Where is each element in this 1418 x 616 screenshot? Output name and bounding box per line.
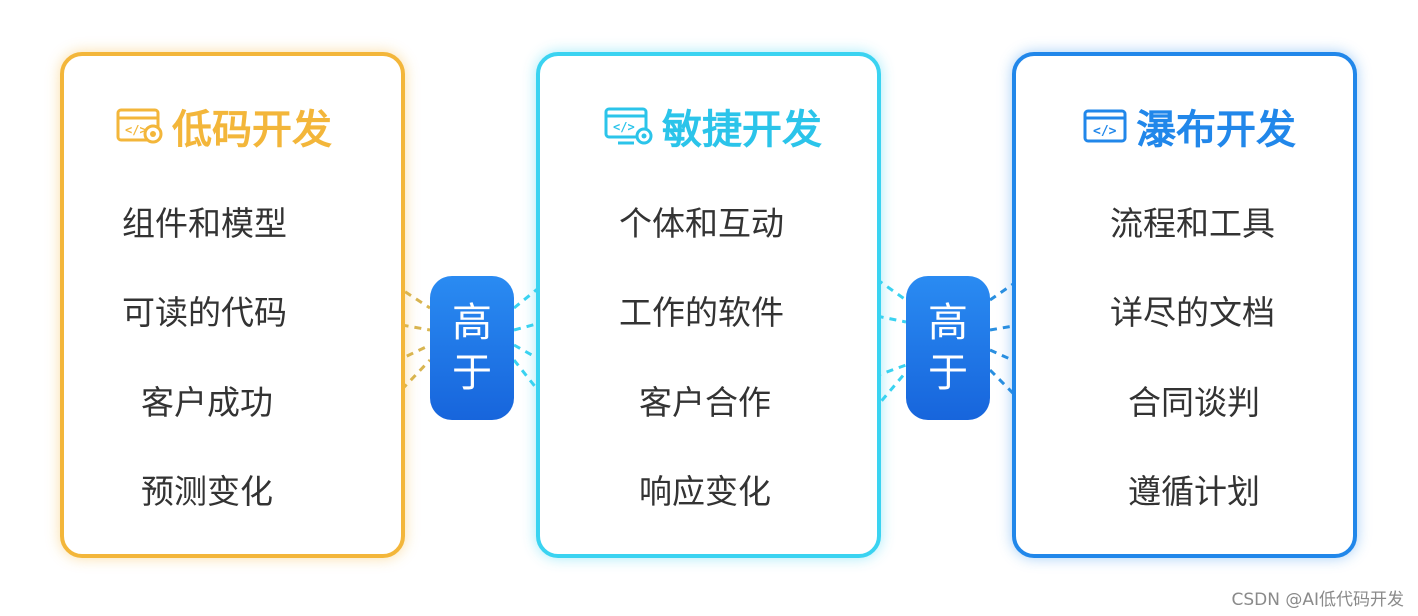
low-code-icon: </>	[116, 108, 163, 144]
waterfall-item-4: 遵循计划	[1128, 472, 1260, 511]
agile-item-2: 工作的软件	[619, 293, 784, 332]
higher-than-char-1: 高	[928, 300, 968, 346]
waterfall-title: </> 瀑布开发	[1082, 98, 1296, 154]
higher-than-char-2: 于	[928, 350, 968, 396]
low-item-3: 客户成功	[141, 383, 273, 422]
waterfall-item-2: 详尽的文档	[1110, 293, 1275, 332]
connector-line	[312, 343, 431, 403]
higher-than-char-2: 于	[452, 350, 492, 396]
higher-than-badge-1: 高 于	[430, 276, 514, 420]
agile-item-4: 响应变化	[639, 472, 771, 511]
low-code-title-text: 低码开发	[172, 107, 332, 153]
agile-title-text: 敏捷开发	[662, 107, 822, 153]
svg-text:</>: </>	[1093, 124, 1117, 139]
waterfall-item-3: 合同谈判	[1128, 383, 1260, 422]
agile-item-1: 个体和互动	[619, 204, 784, 243]
low-item-4: 预测变化	[141, 472, 273, 511]
agile-code-icon: </>	[604, 107, 653, 145]
higher-than-char-1: 高	[452, 300, 492, 346]
low-item-2: 可读的代码	[122, 293, 287, 332]
waterfall-item-1: 流程和工具	[1110, 204, 1275, 243]
svg-text:</>: </>	[125, 123, 147, 137]
waterfall-panel	[1012, 52, 1357, 558]
waterfall-title-text: 瀑布开发	[1136, 107, 1296, 153]
higher-than-badge-2: 高 于	[906, 276, 990, 420]
svg-text:</>: </>	[613, 120, 635, 134]
agile-title: </> 敏捷开发	[604, 98, 822, 154]
watermark: CSDN @AI低代码开发	[1231, 590, 1404, 610]
low-code-title: </> 低码开发	[116, 98, 332, 154]
connector-line	[513, 343, 618, 405]
agile-panel	[536, 52, 881, 558]
agile-item-3: 客户合作	[639, 383, 771, 422]
low-item-1: 组件和模型	[122, 204, 287, 243]
waterfall-code-icon: </>	[1083, 109, 1127, 143]
